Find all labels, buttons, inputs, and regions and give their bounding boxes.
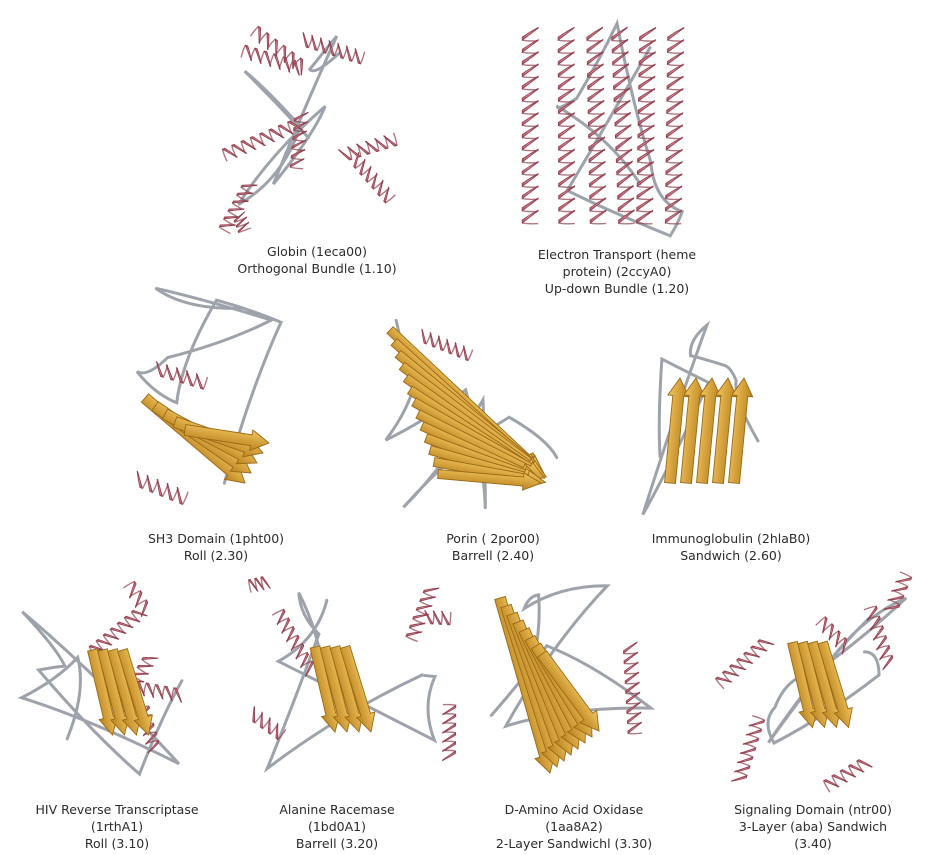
caption-line: Porin ( 2por00)	[446, 530, 540, 547]
hiv-rt-structure-icon	[22, 581, 184, 774]
alanine-racemase-structure-icon	[247, 576, 456, 769]
caption-line: Globin (1eca00)	[237, 243, 396, 260]
caption-line: Immunoglobulin (2hlaB0)	[652, 530, 811, 547]
caption-line: Roll (3.10)	[35, 835, 198, 852]
caption-line: Electron Transport (heme	[538, 246, 696, 263]
coil	[238, 36, 339, 204]
helix	[611, 27, 634, 224]
caption-line: Sandwich (2.60)	[652, 547, 811, 564]
caption-line: D-Amino Acid Oxidase	[496, 801, 652, 818]
sh3-structure-icon	[132, 288, 281, 505]
caption-line: 3-Layer (aba) Sandwich	[734, 818, 892, 835]
caption-line: SH3 Domain (1pht00)	[148, 530, 284, 547]
porin-structure-icon	[384, 320, 557, 508]
helix	[732, 716, 765, 785]
caption-line: (1rthA1)	[35, 818, 198, 835]
globin-structure-icon	[219, 26, 397, 234]
d-amino-structure-icon	[490, 586, 651, 776]
caption-signaling: Signaling Domain (ntr00) 3-Layer (aba) S…	[734, 801, 892, 852]
helix	[823, 756, 872, 793]
helix	[424, 611, 451, 625]
caption-line: Signaling Domain (ntr00)	[734, 801, 892, 818]
electron-transport-structure-icon	[522, 23, 684, 235]
helix	[349, 152, 396, 203]
caption-line: Up-down Bundle (1.20)	[538, 280, 696, 297]
helix	[864, 606, 896, 670]
caption-d-amino: D-Amino Acid Oxidase (1aa8A2) 2-Layer Sa…	[496, 801, 652, 852]
caption-line: Barrell (2.40)	[446, 547, 540, 564]
caption-hiv-rt: HIV Reverse Transcriptase (1rthA1) Roll …	[35, 801, 198, 852]
caption-line: (3.40)	[734, 835, 892, 852]
caption-line: HIV Reverse Transcriptase	[35, 801, 198, 818]
helix	[417, 329, 472, 361]
caption-line: Roll (2.30)	[148, 547, 284, 564]
helix	[522, 27, 538, 223]
caption-line: Barrell (3.20)	[279, 835, 394, 852]
helix	[637, 27, 656, 224]
caption-line: (1bd0A1)	[279, 818, 394, 835]
helix	[442, 705, 455, 761]
caption-sh3: SH3 Domain (1pht00) Roll (2.30)	[148, 530, 284, 564]
helix	[665, 27, 684, 224]
helix	[132, 471, 188, 504]
caption-line: (1aa8A2)	[496, 818, 652, 835]
caption-globin: Globin (1eca00) Orthogonal Bundle (1.10)	[237, 243, 396, 277]
caption-immunoglobulin: Immunoglobulin (2hlaB0) Sandwich (2.60)	[652, 530, 811, 564]
caption-line: Alanine Racemase	[279, 801, 394, 818]
caption-alanine-racemase: Alanine Racemase (1bd0A1) Barrell (3.20)	[279, 801, 394, 852]
caption-line: protein) (2ccyA0)	[538, 263, 696, 280]
signaling-structure-icon	[715, 572, 912, 792]
immunoglobulin-structure-icon	[643, 325, 758, 514]
helix	[338, 133, 397, 162]
caption-line: 2-Layer Sandwichl (3.30)	[496, 835, 652, 852]
helix	[123, 581, 152, 617]
caption-line: Orthogonal Bundle (1.10)	[237, 260, 396, 277]
helix	[587, 27, 607, 224]
coil	[558, 23, 683, 235]
helix	[884, 572, 912, 615]
caption-porin: Porin ( 2por00) Barrell (2.40)	[446, 530, 540, 564]
caption-electron-transport: Electron Transport (heme protein) (2ccyA…	[538, 246, 696, 297]
helix	[248, 576, 270, 593]
helix	[715, 635, 774, 689]
